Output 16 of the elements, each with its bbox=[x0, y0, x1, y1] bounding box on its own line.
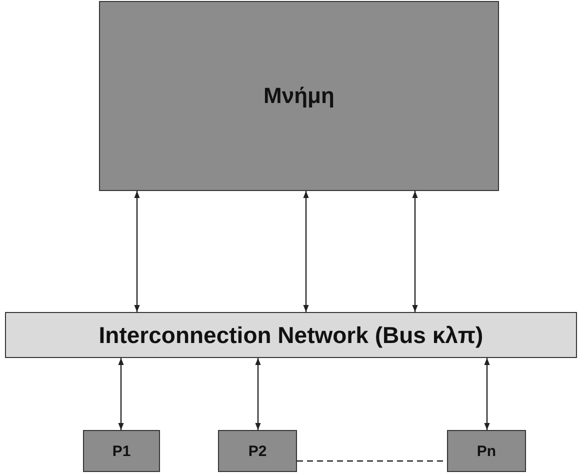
box-label: Μνήμη bbox=[264, 83, 334, 109]
arrow bbox=[255, 358, 261, 430]
box-label: P2 bbox=[248, 442, 267, 460]
arrow bbox=[134, 191, 140, 312]
box-label: P1 bbox=[112, 442, 131, 460]
box-label: Pn bbox=[476, 442, 496, 460]
memory-box bbox=[99, 1, 499, 191]
network-band bbox=[5, 312, 577, 358]
arrow bbox=[303, 191, 309, 312]
box-label: Interconnection Network (Bus κλπ) bbox=[98, 322, 484, 348]
processor-box bbox=[218, 430, 297, 472]
arrow bbox=[484, 358, 490, 430]
processor-box bbox=[447, 430, 526, 472]
arrow bbox=[412, 191, 418, 312]
processor-box bbox=[83, 430, 160, 472]
arrow bbox=[118, 358, 124, 430]
